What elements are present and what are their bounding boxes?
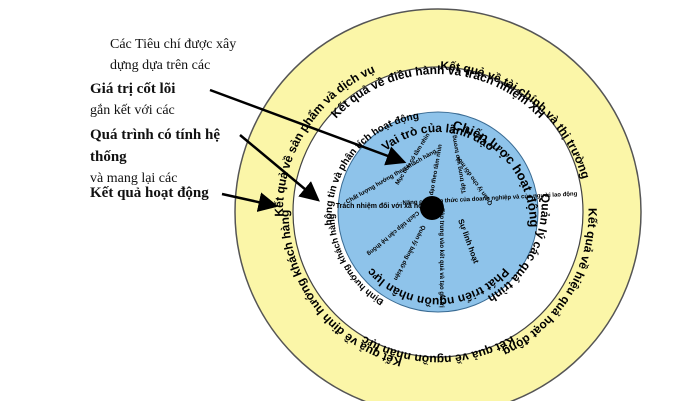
annotation-line-4: gắn kết với các	[90, 103, 175, 118]
arrow-core-values	[209, 88, 407, 166]
blue-label-social-responsibility: Trách nhiệm đối với xã hội	[336, 202, 425, 210]
arrow-systematic-processes	[239, 134, 320, 202]
blue-label-results-value: Tập trung vào kết quả và tạo giá trị	[438, 208, 445, 308]
annotation-line-1: Các Tiêu chí được xây	[110, 37, 237, 52]
arrow-results	[221, 192, 279, 212]
annotation-systematic-processes: Quá trình có tính hệ	[90, 127, 221, 143]
annotation-core-values: Giá trị cốt lõi	[90, 81, 176, 97]
annotation-line-2: dựng dựa trên các	[110, 58, 211, 73]
annotation-results: Kết quả hoạt động	[90, 185, 209, 201]
annotation-systematic-processes-2: thống	[90, 149, 127, 165]
center-dot	[420, 196, 444, 220]
annotation-line-7: và mang lại các	[90, 171, 178, 186]
